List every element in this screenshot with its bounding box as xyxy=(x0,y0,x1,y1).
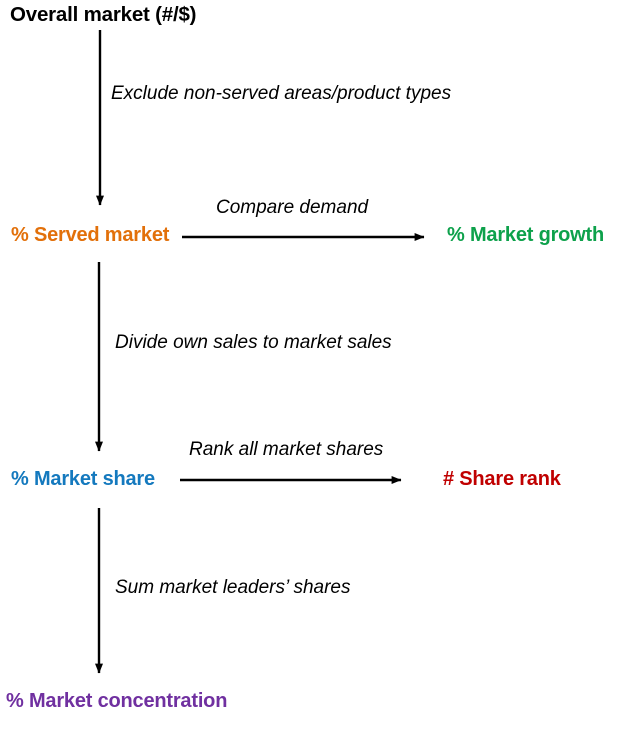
node-share-rank: # Share rank xyxy=(443,468,561,490)
node-market-growth: % Market growth xyxy=(447,224,605,246)
edge-label-rank: Rank all market shares xyxy=(189,439,384,460)
node-market-concentration: % Market concentration xyxy=(6,690,228,712)
edge-label-sum: Sum market leaders’ shares xyxy=(115,577,351,598)
edge-label-compare: Compare demand xyxy=(216,197,369,218)
edge-label-exclude: Exclude non-served areas/product types xyxy=(111,83,452,104)
node-served-market: % Served market xyxy=(11,224,170,246)
edge-label-divide: Divide own sales to market sales xyxy=(115,332,392,353)
node-market-share: % Market share xyxy=(11,468,155,490)
node-overall-market: Overall market (#/$) xyxy=(10,3,197,26)
